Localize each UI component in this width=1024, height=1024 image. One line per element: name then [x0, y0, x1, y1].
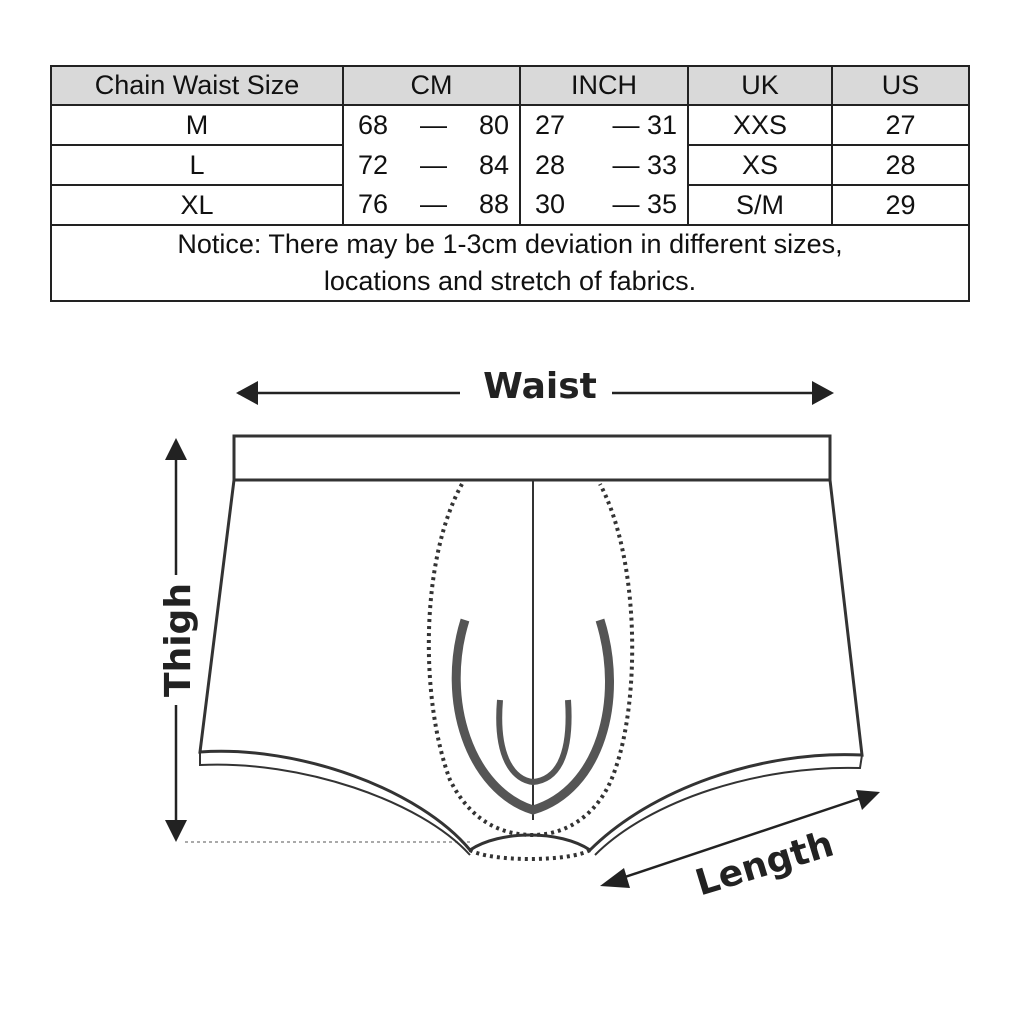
cm-min: 72 [358, 149, 389, 180]
inch-cell: 28 — 33 [519, 145, 689, 185]
size-chart-table: Chain Waist Size CM INCH UK US M 68 — 80 2… [50, 65, 970, 302]
us-cell: 28 [831, 144, 970, 186]
cm-max: 80 [478, 110, 509, 140]
in-max: 35 [646, 189, 677, 219]
dash: — [420, 189, 447, 219]
in-min: 28 [535, 149, 566, 180]
boxer-brief-outline [198, 434, 864, 861]
uk-cell: XXS [687, 104, 833, 146]
header-inch: INCH [519, 65, 689, 106]
notice-line-1: Notice: There may be 1-3cm deviation in … [177, 229, 843, 259]
cm-max: 88 [478, 189, 509, 219]
cm-cell: 72 — 84 [342, 145, 521, 185]
notice-line-2: locations and stretch of fabrics. [323, 266, 697, 296]
notice-cell: Notice: There may be 1-3cm deviation in … [50, 224, 970, 302]
header-cm: CM [342, 65, 521, 106]
size-cell: L [50, 144, 344, 186]
us-cell: 27 [831, 104, 970, 146]
dash: — [612, 110, 640, 140]
thigh-arrow [165, 438, 470, 843]
header-us: US [831, 65, 970, 106]
waist-label: Waist [483, 366, 597, 407]
cm-min: 68 [358, 110, 389, 140]
dash: — [420, 110, 447, 140]
uk-cell: XS [687, 144, 833, 186]
table-header-row: Chain Waist Size CM INCH UK US [50, 65, 970, 106]
inch-cell: 27 — 31 [519, 105, 689, 145]
table-row: M 68 — 80 27 — 31 XXS 27 [50, 104, 970, 146]
waist-arrow [236, 381, 834, 405]
cm-max: 84 [478, 149, 509, 180]
thigh-label: Thigh [158, 583, 199, 697]
length-label: Length [691, 824, 838, 905]
dash: — [612, 149, 640, 180]
us-cell: 29 [831, 184, 970, 226]
header-size: Chain Waist Size [50, 65, 344, 106]
cm-cell: 68 — 80 [342, 105, 521, 145]
uk-cell: S/M [687, 184, 833, 226]
cm-min: 76 [358, 189, 389, 219]
inch-cell: 30 — 35 [519, 185, 689, 225]
header-uk: UK [687, 65, 833, 106]
length-arrow [600, 790, 880, 888]
table-row: L 72 — 84 28 — 33 XS 28 [50, 144, 970, 186]
in-max: 33 [646, 149, 677, 180]
dash: — [420, 149, 447, 180]
table-row: XL 76 — 88 30 — 35 S/M 29 [50, 184, 970, 226]
size-cell: XL [50, 184, 344, 226]
size-cell: M [50, 104, 344, 146]
in-min: 30 [535, 189, 566, 219]
in-min: 27 [535, 110, 566, 140]
dash: — [612, 189, 640, 219]
cm-cell: 76 — 88 [342, 185, 521, 225]
notice-row: Notice: There may be 1-3cm deviation in … [50, 224, 970, 302]
in-max: 31 [646, 110, 677, 140]
